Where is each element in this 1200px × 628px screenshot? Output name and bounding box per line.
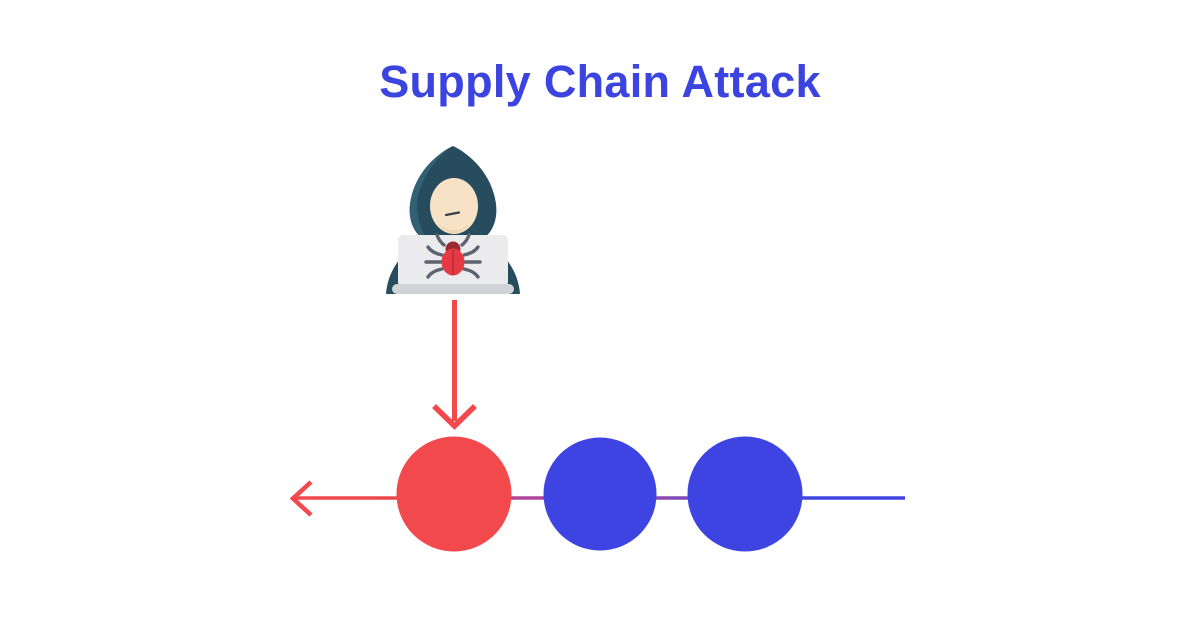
attack-arrow: [432, 300, 477, 430]
node-downstream-1: [543, 437, 657, 551]
hacker-mouth: [444, 211, 461, 217]
laptop-base: [392, 284, 514, 294]
chain-arrow-head-left: [289, 480, 313, 517]
node-compromised: [396, 436, 512, 552]
bug-antenna-left: [435, 233, 446, 247]
node-downstream-2: [687, 436, 803, 552]
bug-leg-left-bottom: [426, 267, 444, 279]
bug-leg-left-top: [426, 245, 444, 257]
hacker-hood-highlight: [409, 146, 453, 242]
bug-leg-right-top: [462, 245, 480, 257]
attack-arrow-head: [432, 404, 477, 430]
hacker-chin-shadow: [438, 224, 470, 233]
bug-leg-right-bottom: [462, 267, 480, 279]
supply-chain: [289, 436, 905, 552]
hacker-icon: [386, 146, 520, 294]
hacker-face: [430, 178, 478, 234]
page-title: Supply Chain Attack: [379, 56, 821, 107]
bug-antenna-right: [460, 233, 471, 247]
bug-icon: [424, 233, 482, 279]
